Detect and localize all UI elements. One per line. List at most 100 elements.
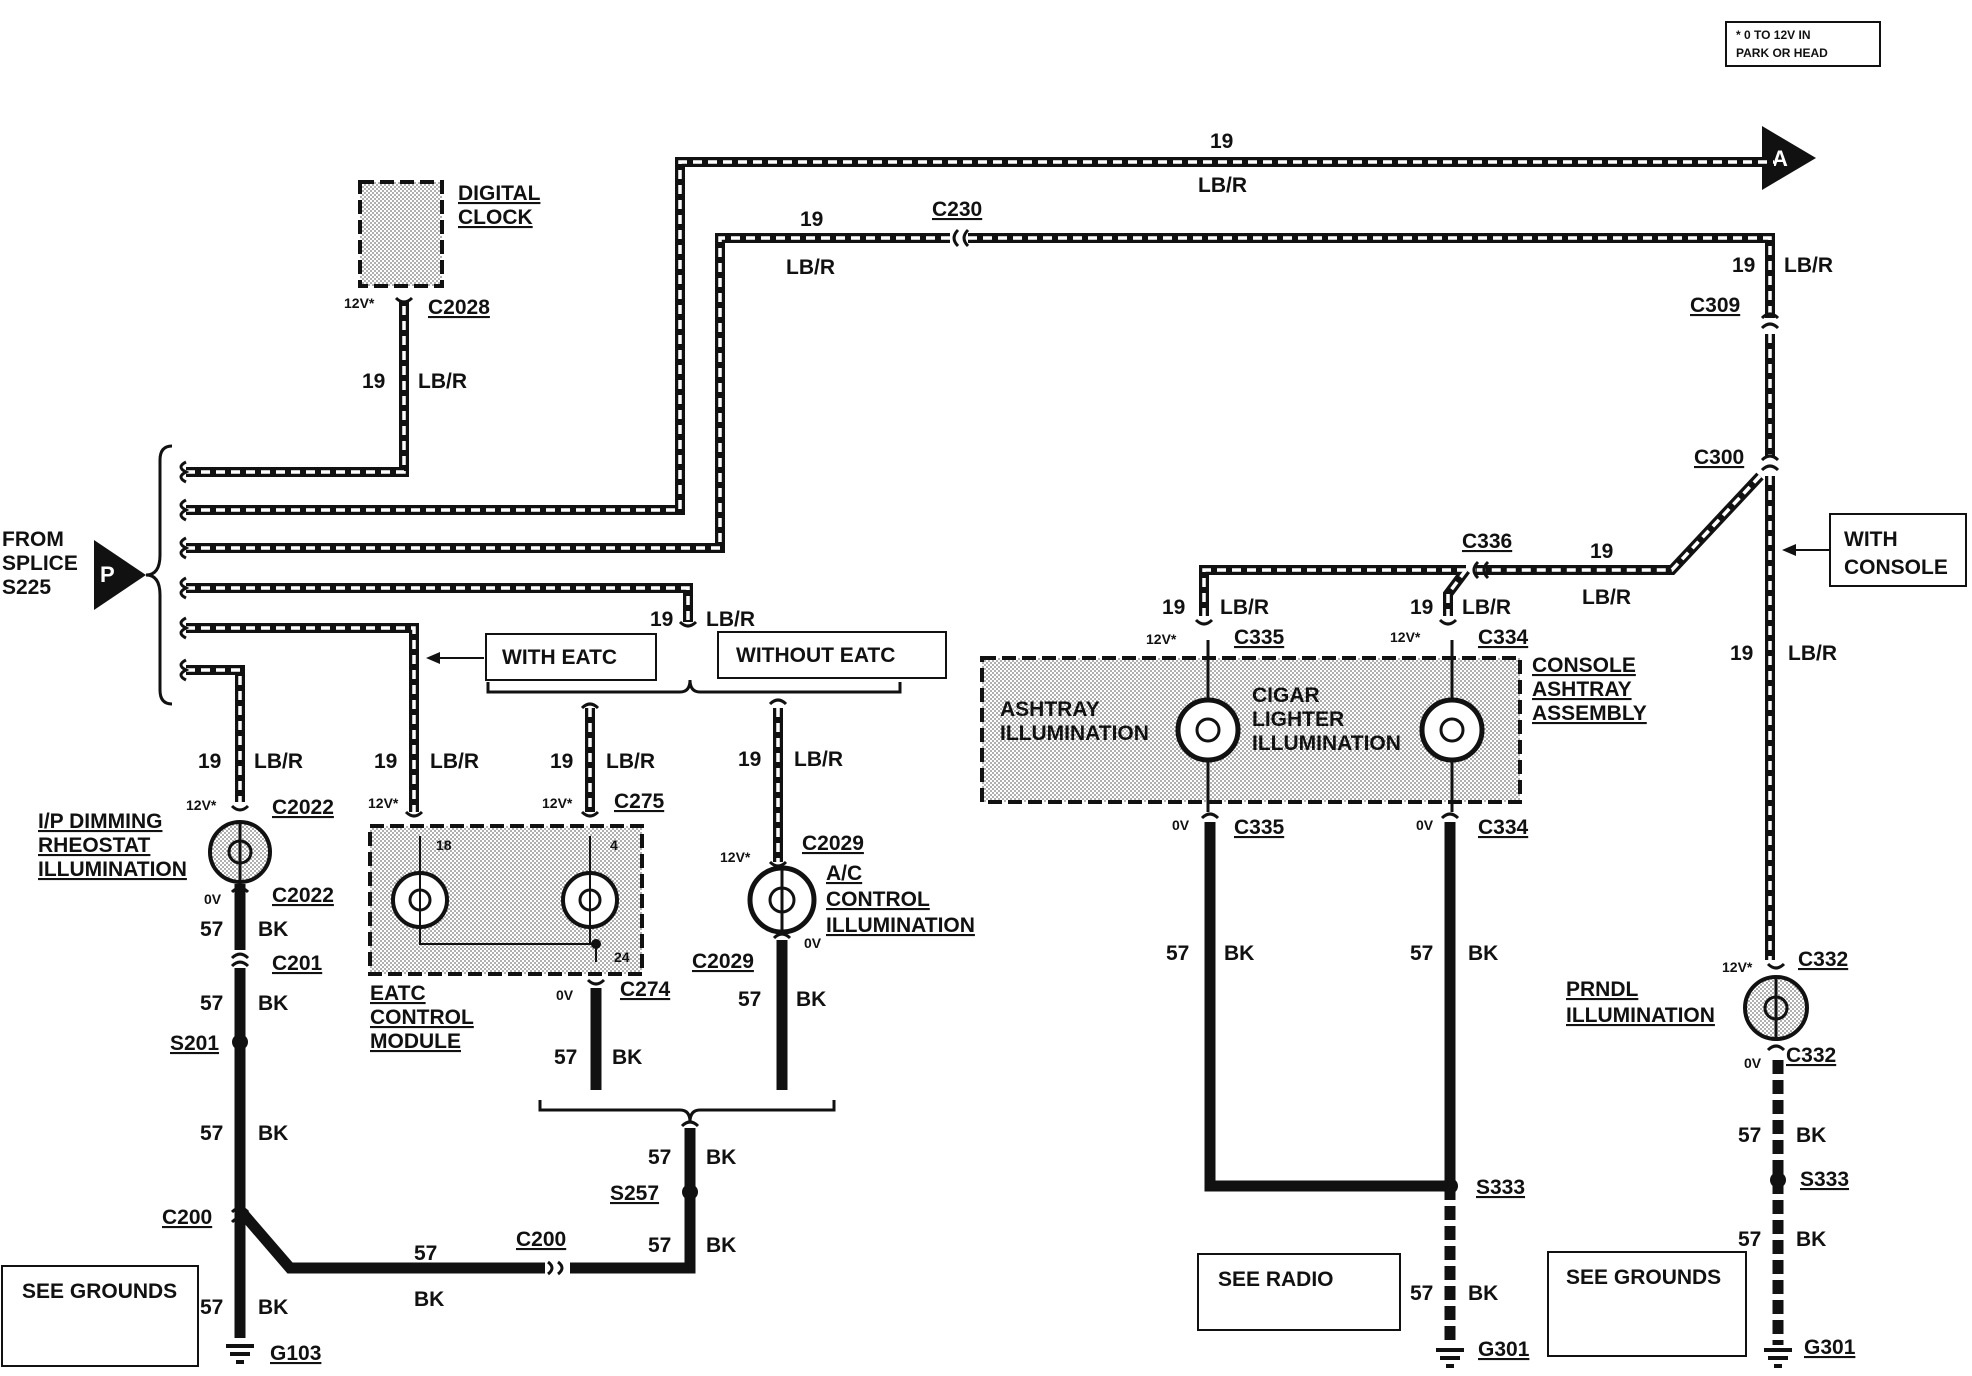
svg-text:LB/R: LB/R xyxy=(1198,174,1247,197)
svg-text:C335: C335 xyxy=(1234,816,1285,839)
eatc-internal-wiring xyxy=(419,836,601,962)
with-eatc-box: WITH EATC xyxy=(426,633,657,681)
svg-text:CONSOLE: CONSOLE xyxy=(1844,556,1948,579)
svg-text:LB/R: LB/R xyxy=(254,750,303,773)
svg-text:S333: S333 xyxy=(1476,1176,1525,1199)
splice-bracket xyxy=(145,444,190,706)
digital-clock-label: DIGITAL CLOCK xyxy=(458,182,541,229)
svg-text:57: 57 xyxy=(1410,1282,1433,1305)
svg-text:C334: C334 xyxy=(1478,816,1529,839)
svg-text:C332: C332 xyxy=(1798,948,1848,971)
svg-text:SEE GROUNDS: SEE GROUNDS xyxy=(1566,1266,1721,1289)
svg-text:57: 57 xyxy=(1738,1228,1761,1251)
svg-text:LB/R: LB/R xyxy=(794,748,843,771)
svg-text:57: 57 xyxy=(738,988,761,1011)
svg-text:C201: C201 xyxy=(272,952,323,975)
svg-text:ILLUMINATION: ILLUMINATION xyxy=(1252,732,1401,755)
svg-text:CIGAR: CIGAR xyxy=(1252,684,1320,707)
svg-text:S201: S201 xyxy=(170,1032,219,1055)
see-radio-box: SEE RADIO xyxy=(1197,1253,1401,1331)
see-grounds-box-right: SEE GROUNDS xyxy=(1547,1251,1747,1357)
svg-text:CONSOLE: CONSOLE xyxy=(1532,654,1636,677)
voltage-note-box: * 0 TO 12V IN PARK OR HEAD xyxy=(1725,21,1881,67)
svg-text:C2022: C2022 xyxy=(272,884,334,907)
wire-57-labels: 57 BK 57 BK 57 BK 57 BK 57 BK 57 BK 57 B… xyxy=(200,918,1826,1319)
splice-dots xyxy=(232,1034,1786,1200)
svg-text:18: 18 xyxy=(436,837,452,853)
svg-text:19: 19 xyxy=(1590,540,1613,563)
ground-g103-icon xyxy=(226,1344,254,1364)
from-splice-label: FROM SPLICE S225 xyxy=(2,528,78,599)
note-line-1: * 0 TO 12V IN xyxy=(1736,28,1810,42)
splice-ground-labels: S201 S257 S333 S333 G103 G301 G301 xyxy=(170,1032,1856,1365)
pin-labels: 18 4 24 xyxy=(436,837,630,965)
svg-text:A/C: A/C xyxy=(826,862,862,885)
svg-text:ASSEMBLY: ASSEMBLY xyxy=(1532,702,1647,725)
svg-text:57: 57 xyxy=(1410,942,1433,965)
svg-text:CONTROL: CONTROL xyxy=(826,888,930,911)
svg-text:C2022: C2022 xyxy=(272,796,334,819)
svg-text:LIGHTER: LIGHTER xyxy=(1252,708,1344,731)
svg-text:12V*: 12V* xyxy=(720,849,751,865)
svg-text:C300: C300 xyxy=(1694,446,1744,469)
svg-text:G301: G301 xyxy=(1478,1338,1530,1361)
lbr-wires xyxy=(186,157,1775,960)
svg-text:57: 57 xyxy=(648,1234,671,1257)
connector-labels: C230 C309 C300 C336 C2028 C2022 C2022 C2… xyxy=(162,198,1848,1251)
svg-text:57: 57 xyxy=(1166,942,1189,965)
svg-text:WITH EATC: WITH EATC xyxy=(502,646,617,669)
svg-text:ILLUMINATION: ILLUMINATION xyxy=(1000,722,1149,745)
svg-text:LB/R: LB/R xyxy=(606,750,655,773)
eatc-module-label: EATC CONTROL MODULE xyxy=(370,982,474,1053)
svg-text:C335: C335 xyxy=(1234,626,1285,649)
ashtray-lamp-icon xyxy=(1175,640,1241,812)
svg-text:12V*: 12V* xyxy=(1390,629,1421,645)
svg-text:LB/R: LB/R xyxy=(430,750,479,773)
svg-text:SEE RADIO: SEE RADIO xyxy=(1218,1268,1334,1291)
svg-text:CONTROL: CONTROL xyxy=(370,1006,474,1029)
svg-text:57: 57 xyxy=(648,1146,671,1169)
svg-text:I/P DIMMING: I/P DIMMING xyxy=(38,810,162,833)
svg-text:RHEOSTAT: RHEOSTAT xyxy=(38,834,151,857)
svg-text:MODULE: MODULE xyxy=(370,1030,461,1053)
svg-text:C200: C200 xyxy=(162,1206,212,1229)
arrow-p-icon: P xyxy=(94,540,146,610)
wire-lbr-eatc-18 xyxy=(186,623,419,812)
svg-text:LB/R: LB/R xyxy=(1462,596,1511,619)
svg-text:PRNDL: PRNDL xyxy=(1566,978,1639,1001)
svg-text:S225: S225 xyxy=(2,576,51,599)
svg-text:0V: 0V xyxy=(556,987,574,1003)
svg-text:4: 4 xyxy=(610,837,618,853)
console-ashtray-label: CONSOLE ASHTRAY ASSEMBLY xyxy=(1532,654,1647,725)
svg-text:ASHTRAY: ASHTRAY xyxy=(1532,678,1632,701)
wire-lbr-c230-right xyxy=(968,233,1775,318)
svg-text:LB/R: LB/R xyxy=(786,256,835,279)
svg-text:C274: C274 xyxy=(620,978,671,1001)
svg-text:BK: BK xyxy=(706,1234,736,1257)
svg-text:C2029: C2029 xyxy=(692,950,754,973)
svg-text:C334: C334 xyxy=(1478,626,1529,649)
svg-text:C275: C275 xyxy=(614,790,665,813)
svg-text:C332: C332 xyxy=(1786,1044,1836,1067)
ip-dimming-lamp-icon xyxy=(208,820,272,884)
svg-text:12V*: 12V* xyxy=(368,795,399,811)
svg-text:C336: C336 xyxy=(1462,530,1512,553)
svg-text:LB/R: LB/R xyxy=(1788,642,1837,665)
arrow-a-icon: A xyxy=(1762,126,1816,190)
svg-text:C200: C200 xyxy=(516,1228,566,1251)
svg-text:C309: C309 xyxy=(1690,294,1740,317)
svg-text:LB/R: LB/R xyxy=(418,370,467,393)
prndl-label: PRNDL ILLUMINATION xyxy=(1566,978,1715,1027)
arrow-p-label: P xyxy=(100,562,115,587)
wire-19-labels: 19 LB/R 19 LB/R 19 LB/R 19 LB/R 19 LB/R … xyxy=(198,130,1837,773)
wire-lbr-without-eatc xyxy=(186,583,693,622)
svg-text:19: 19 xyxy=(800,208,823,231)
svg-text:57: 57 xyxy=(200,992,223,1015)
svg-text:0V: 0V xyxy=(1744,1055,1762,1071)
ground-g301-left-icon xyxy=(1436,1348,1464,1368)
ground-symbols xyxy=(226,1344,1792,1368)
svg-text:19: 19 xyxy=(198,750,221,773)
svg-text:ILLUMINATION: ILLUMINATION xyxy=(1566,1004,1715,1027)
